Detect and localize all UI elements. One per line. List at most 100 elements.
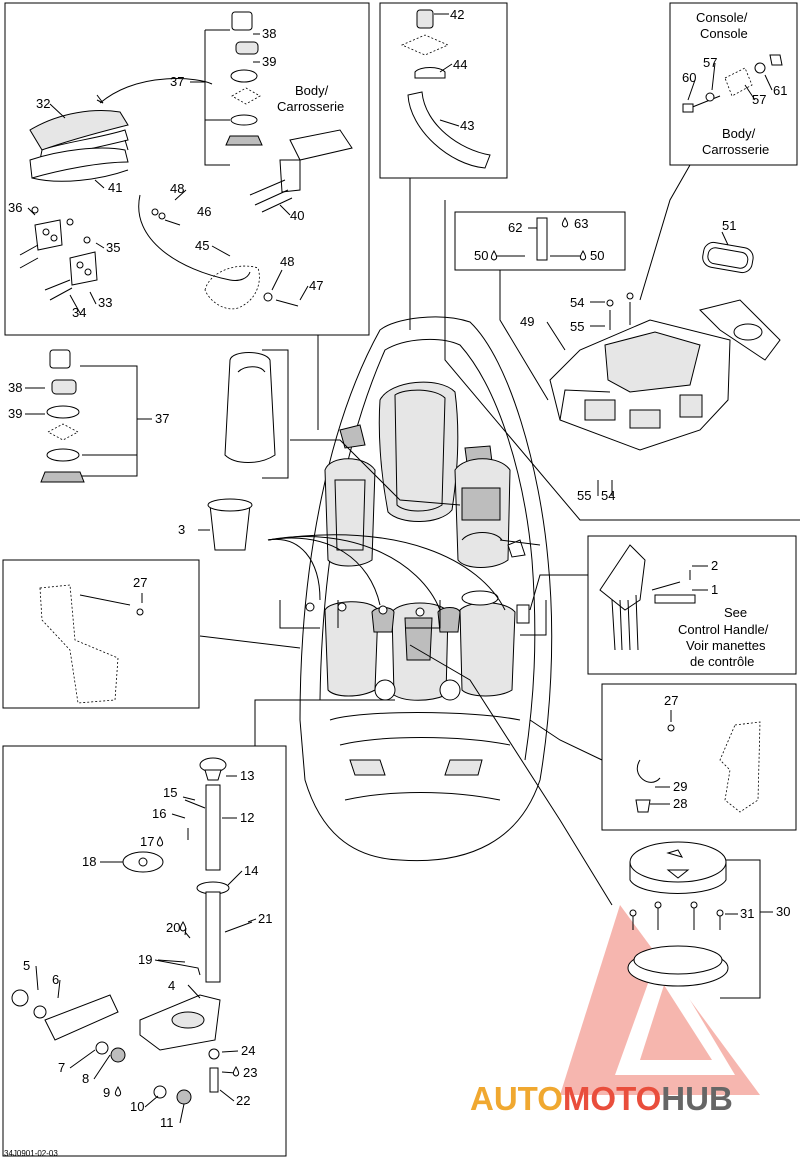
watermark-moto: MOTO: [563, 1080, 661, 1117]
svg-text:AUTOMOTOHUB: AUTOMOTOHUB: [470, 1080, 733, 1117]
leader-lines: [199, 164, 800, 906]
see-control-handle-line1: See: [724, 605, 747, 620]
callout-37-top: 37: [170, 74, 184, 89]
seat-illustration: [29, 110, 129, 182]
callout-45: 45: [195, 238, 209, 253]
callout-37-left: 37: [155, 411, 169, 426]
callout-38-left: 38: [8, 380, 22, 395]
callout-48-a: 48: [170, 181, 184, 196]
clamp-plates-illustration: [19, 206, 98, 301]
hose-illustration: [400, 9, 491, 169]
text-annotations: Body/ Carrosserie Console/ Console Body/…: [4, 10, 769, 1158]
callout-33: 33: [98, 295, 112, 310]
callout-22: 22: [236, 1093, 250, 1108]
inspection-cover-illustration: [627, 841, 761, 999]
body-label-right-line1: Body/: [722, 126, 756, 141]
storage-bin-illustration: [549, 292, 731, 451]
callout-27-right: 27: [664, 693, 678, 708]
callout-35: 35: [106, 240, 120, 255]
console-fastener-illustration: [682, 54, 783, 113]
callout-50-a: 50: [474, 248, 488, 263]
cup-holder-illustration: [207, 498, 253, 551]
callout-38-top: 38: [262, 26, 276, 41]
callout-43: 43: [460, 118, 474, 133]
callout-32: 32: [36, 96, 50, 111]
console-label-line1: Console/: [696, 10, 748, 25]
storage-cover-left-panel: [2, 559, 200, 709]
grommet-illustration: [536, 217, 548, 261]
see-control-handle-line4: de contrôle: [690, 654, 754, 669]
callout-57-a: 57: [703, 55, 717, 70]
seat-lock-bracket-illustration: [249, 129, 353, 213]
callout-42: 42: [450, 7, 464, 22]
callout-57-b: 57: [752, 92, 766, 107]
callout-16: 16: [152, 806, 166, 821]
callout-29: 29: [673, 779, 687, 794]
callout-55-a: 55: [570, 319, 584, 334]
callout-50-b: 50: [590, 248, 604, 263]
callout-18: 18: [82, 854, 96, 869]
leader-37: [99, 78, 213, 104]
console-label-line2: Console: [700, 26, 748, 41]
callout-leader-ticks: [25, 13, 773, 1124]
callout-23: 23: [243, 1065, 257, 1080]
callout-6: 6: [52, 972, 59, 987]
callout-20: 20: [166, 920, 180, 935]
watermark-auto: AUTO: [470, 1080, 563, 1117]
callout-41: 41: [108, 180, 122, 195]
callout-44: 44: [453, 57, 467, 72]
storage-cover-right-illustration: [635, 721, 761, 813]
body-label-line2: Carrosserie: [277, 99, 344, 114]
handle-assembly-panel: [2, 745, 287, 1157]
callout-14: 14: [244, 863, 258, 878]
callout-46: 46: [197, 204, 211, 219]
callout-8: 8: [82, 1071, 89, 1086]
console-fastener-panel: [669, 2, 798, 166]
callout-13: 13: [240, 768, 254, 783]
latch-cable-illustration: [138, 194, 299, 310]
callout-5: 5: [23, 958, 30, 973]
callout-15: 15: [163, 785, 177, 800]
callout-1: 1: [711, 582, 718, 597]
callout-labels: 38 39 37 32 41 48 46 40 36 35 45 48 47 3…: [8, 7, 790, 1130]
callout-9: 9: [103, 1085, 110, 1100]
callout-49: 49: [520, 314, 534, 329]
see-control-handle-line3: Voir manettes: [686, 638, 766, 653]
body-label-right-line2: Carrosserie: [702, 142, 769, 157]
callout-2: 2: [711, 558, 718, 573]
gasket-illustration: [699, 241, 781, 361]
glovebox-lid-illustration: [224, 349, 289, 479]
callout-63: 63: [574, 216, 588, 231]
watermark-hub: HUB: [661, 1080, 733, 1117]
callout-7: 7: [58, 1060, 65, 1075]
drawing-code: 34J0901-02-03: [4, 1149, 58, 1158]
see-control-handle-line2: Control Handle/: [678, 622, 769, 637]
callout-55-b: 55: [577, 488, 591, 503]
callout-54-a: 54: [570, 295, 584, 310]
callout-21: 21: [258, 911, 272, 926]
storage-cover-right-panel: [601, 683, 797, 831]
callout-30: 30: [776, 904, 790, 919]
callout-36: 36: [8, 200, 22, 215]
watermark-logo-icon: [560, 905, 760, 1095]
callout-17: 17: [140, 834, 154, 849]
callout-51: 51: [722, 218, 736, 233]
oil-drop-icons: [114, 217, 587, 1097]
storage-cover-left-illustration: [39, 584, 144, 704]
callout-40: 40: [290, 208, 304, 223]
body-label-line1: Body/: [295, 83, 329, 98]
callout-54-b: 54: [601, 488, 615, 503]
callout-19: 19: [138, 952, 152, 967]
callout-48-b: 48: [280, 254, 294, 269]
latch-stack-top-illustration: [204, 11, 263, 166]
callout-61: 61: [773, 83, 787, 98]
callout-24: 24: [241, 1043, 255, 1058]
control-handle-illustration: [599, 544, 696, 651]
callout-3: 3: [178, 522, 185, 537]
callout-11: 11: [160, 1115, 174, 1130]
callout-39-left: 39: [8, 406, 22, 421]
callout-39-top: 39: [262, 54, 276, 69]
latch-stack-left-illustration: [40, 349, 138, 483]
callout-47: 47: [309, 278, 323, 293]
